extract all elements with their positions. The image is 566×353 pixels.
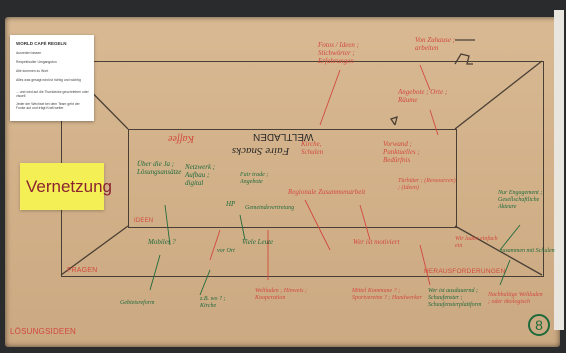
- connector-green-1: [164, 204, 171, 246]
- rules-item: ... und wird auf die Tischdecke geschrie…: [16, 90, 89, 98]
- rules-item: Respektvoller Umgangston: [16, 60, 57, 64]
- label-loesungsideen: LÖSUNGSIDEEN: [10, 327, 76, 336]
- note-kaffee: Kaffee: [168, 133, 195, 144]
- corner-line-bottom-right: [454, 225, 543, 276]
- connector-green-5: [499, 224, 521, 251]
- note-zusammen: zusammen mit Schulen: [500, 248, 555, 254]
- connector-green-6: [499, 259, 511, 286]
- note-vor-ort: vor Ort: [217, 248, 235, 254]
- rules-title: WORLD CAFÉ REGELN: [16, 41, 67, 46]
- note-hp: HP: [226, 200, 236, 208]
- rules-item: Ausreden lassen: [16, 51, 42, 55]
- connector-red-6: [419, 244, 431, 286]
- note-von-zuhause: Von Zuhause ; arbeiten: [415, 36, 456, 52]
- arrow-scribble-3: [389, 116, 398, 126]
- corner-line-bottom-left: [60, 225, 129, 276]
- sticky-note-text: Vernetzung: [26, 177, 113, 196]
- note-mittel-kommune: Mittel Kommune ? ; Sportvereine ? ; Hand…: [352, 288, 422, 301]
- rules-card: WORLD CAFÉ REGELN Ausreden lassen Respek…: [10, 35, 94, 121]
- note-wer-ist-motiviert: Wer ist motiviert: [353, 238, 400, 246]
- note-faire-snacks: Faire Snacks: [232, 145, 290, 157]
- note-ueber-ja: Über die Ja ; Lösungsansätze: [137, 160, 182, 176]
- sticky-note-vernetzung: Vernetzung: [20, 163, 112, 210]
- rules-item: Alle kommen zu Wort: [16, 69, 49, 73]
- note-gebietsreform: Gebietsreform: [120, 300, 155, 306]
- label-ideen: IDEEN: [134, 218, 154, 224]
- note-gemeindevertretung: Gemeindevertretung: [245, 205, 295, 211]
- note-fotos: Fotos / Ideen ; Stichwörter ; Erfahrunge…: [318, 41, 360, 65]
- rules-item: Jeder der Wechsel bei dem Team geht der …: [16, 102, 80, 110]
- rules-item: Alles was gesagt wird ist richtig und wi…: [16, 78, 81, 82]
- connector-red-5: [359, 204, 371, 241]
- note-angebote: Angebote ; Orte ; Räume: [398, 88, 448, 104]
- note-wir-laden-ein: Wir laden einfach ein: [455, 236, 498, 249]
- inner-frame: [128, 129, 457, 228]
- note-nur-engagement: Nur Engagement ; Gesellschaftliche Akteu…: [498, 190, 543, 210]
- note-regionale-zusammenarbeit: Regionale Zusammenarbeit: [288, 188, 366, 196]
- connector-red-1: [319, 69, 341, 126]
- connector-red-2: [304, 199, 331, 251]
- connector-green-4: [239, 214, 246, 241]
- connector-red-4: [429, 109, 439, 136]
- arrow-scribble-2: [454, 53, 473, 65]
- connector-green-3: [199, 269, 211, 296]
- note-fair-trade: Fair trade ; Angebote: [240, 172, 269, 185]
- note-weltladen-hinweis: Weltladen ; Hinweis ; Kooperation: [255, 288, 307, 301]
- paper-edge: [554, 10, 564, 330]
- connector-red-8: [209, 229, 221, 261]
- corner-line-top-right: [454, 60, 543, 130]
- note-mobiles: Mobiles ?: [148, 238, 176, 246]
- note-nachhaltige: Nachhaltige Weltladen ; oder ökologisch: [488, 292, 543, 305]
- label-herausforderungen: HERAUSFORDERUNGEN: [424, 268, 506, 275]
- label-fragen: FRAGEN: [67, 267, 98, 274]
- note-netzwerk: Netzwerk ; Aufbau ; digital: [185, 163, 216, 187]
- note-wer-ist-ausdauernd: Wer ist ausdauernd ; Schaufenster ; Scha…: [428, 288, 482, 308]
- note-viele-leute: Viele Leute: [242, 238, 274, 246]
- note-vorwand: Vorwand ; Punktuelles ; Bedürfnis: [383, 140, 420, 164]
- note-zb-wo: z.B. wo ? ; Kirche: [200, 296, 226, 309]
- connector-green-2: [149, 254, 161, 291]
- note-kirche-schulen: Kirche, Schulen: [301, 140, 324, 156]
- note-tuerhueter: Türhüter ; (Ressourcen) ; (Ideen): [398, 178, 456, 191]
- table-number-badge: 8: [528, 314, 550, 336]
- connector-red-3: [419, 64, 431, 91]
